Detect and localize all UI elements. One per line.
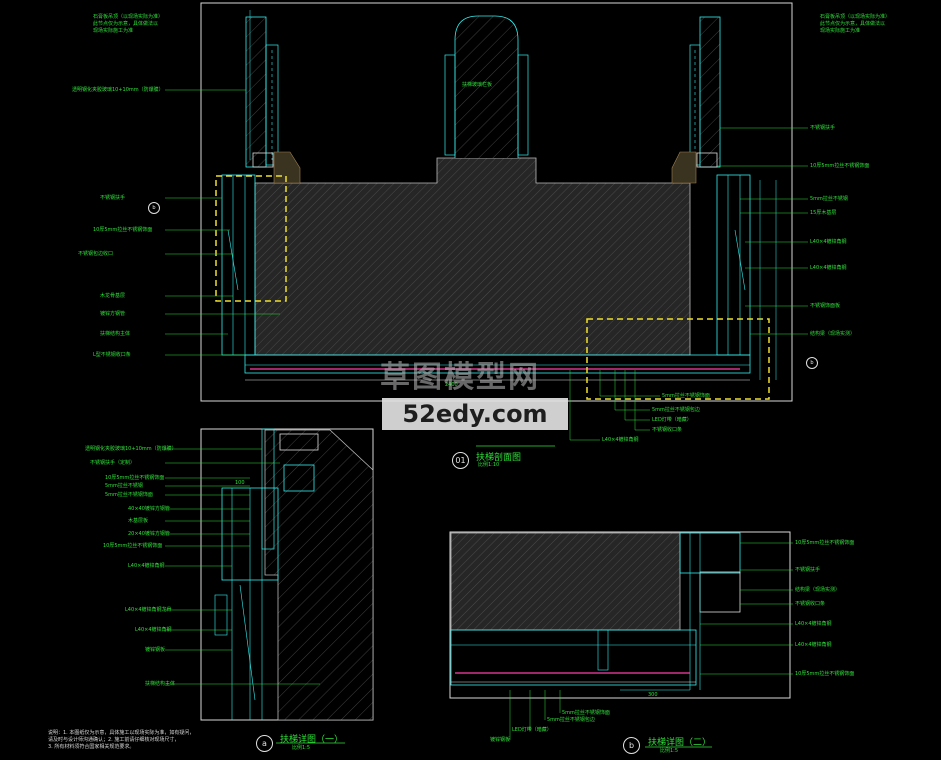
main-dim-bottom: 2400 <box>445 382 458 388</box>
callout-label: LED灯带（暗藏） <box>512 727 552 733</box>
callout-label: 不锈钢饰面板 <box>810 303 841 309</box>
callout-label: 5mm拉丝不锈钢饰面 <box>562 710 610 716</box>
callout-label: 木龙骨基层 <box>100 293 126 299</box>
section-marker-icon: b <box>806 357 818 369</box>
callout-label: 镀锌钢板 <box>490 737 511 743</box>
detail-b-callout <box>586 318 770 400</box>
callout-label: 镀锌方钢管 <box>100 311 126 317</box>
right-glass-panel <box>699 16 721 168</box>
view-index-circle: b <box>623 737 640 754</box>
callout-label: L型不锈钢收口条 <box>93 352 131 358</box>
callout-label: L40×4镀锌角钢龙骨 <box>125 607 172 613</box>
view-index-circle: 01 <box>452 452 469 469</box>
note-line: 3. 所有材料须符合国家相关规范要求。 <box>48 744 135 750</box>
main-section-view <box>165 2 808 447</box>
detail-b-scale: 比例1:5 <box>660 748 679 754</box>
center-glass-label: 扶梯玻璃栏板 <box>462 82 493 88</box>
callout-label: 透明钢化夹胶玻璃10+10mm（防爆膜） <box>72 87 164 93</box>
callout-label: L40×4镀锌角钢 <box>795 642 832 648</box>
callout-label: L40×4镀锌角钢 <box>602 437 639 443</box>
main-view-title: 扶梯剖面图 <box>476 453 522 463</box>
watermark-text: 草图模型网 <box>380 360 540 395</box>
callout-label: 扶梯结构主体 <box>100 331 131 337</box>
section-marker-icon: b <box>148 202 160 214</box>
callout-label: L40×4镀锌角钢 <box>128 563 165 569</box>
callout-label: 不锈钢扶手 <box>100 195 126 201</box>
callout-label: 40×40镀锌方钢管 <box>128 506 170 512</box>
view-index-circle: a <box>256 735 273 752</box>
callout-label: 10厚5mm拉丝不锈钢饰面 <box>810 163 870 169</box>
note-line: 石膏板吊顶（以现场实际为准） <box>820 14 891 20</box>
callout-label: 10厚5mm拉丝不锈钢饰面 <box>105 475 165 481</box>
callout-label: L40×4镀锌角钢 <box>810 265 847 271</box>
callout-label: L40×4镀锌角钢 <box>135 627 172 633</box>
note-line: 说明：1. 本图纸仅为示意，具体施工以现场实际为准，如有疑问， <box>48 730 195 736</box>
note-line: 请及时与设计师沟通确认；2. 施工前请仔细核对现场尺寸， <box>48 737 180 743</box>
note-line: 现场实际施工为准 <box>820 28 861 34</box>
general-note: 说明：1. 本图纸仅为示意，具体施工以现场实际为准，如有疑问， 请及时与设计师沟… <box>48 730 194 751</box>
callout-label: 镀锌钢板 <box>145 647 166 653</box>
callout-label: 10厚5mm拉丝不锈钢饰面 <box>795 671 855 677</box>
detail-a-callout <box>215 175 287 302</box>
detail-a-view <box>165 428 374 744</box>
note-line: 此节点仅为示意，具体做法以 <box>820 21 886 27</box>
callout-label: 结构梁（现场实测） <box>810 331 856 337</box>
callout-label: 透明钢化夹胶玻璃10+10mm（防爆膜） <box>85 446 177 452</box>
callout-label: 5mm拉丝不锈钢 <box>105 483 143 489</box>
callout-label: 15厚木基层 <box>810 210 837 216</box>
callout-label: L40×4镀锌角钢 <box>810 239 847 245</box>
main-view-scale: 比例1:10 <box>478 462 500 468</box>
callout-label: 不锈钢包边收口 <box>78 251 114 257</box>
callout-label: 5mm拉丝不锈钢饰面 <box>662 393 710 399</box>
callout-label: LED灯带（暗藏） <box>652 417 692 423</box>
callout-label: 不锈钢扶手 <box>810 125 836 131</box>
callout-label: 10厚5mm拉丝不锈钢饰面 <box>103 543 163 549</box>
center-glass <box>454 15 519 158</box>
note-line: 现场实际施工为准 <box>93 28 134 34</box>
callout-label: 5mm拉丝不锈钢包边 <box>652 407 700 413</box>
callout-label: 5mm拉丝不锈钢 <box>810 196 848 202</box>
left-glass-panel <box>245 16 267 168</box>
callout-label: 木基层板 <box>128 518 149 524</box>
callout-label: 不锈钢扶手（定制） <box>90 460 136 466</box>
detail-b-title: 扶梯详图（二） <box>648 738 712 748</box>
callout-label: 5mm拉丝不锈钢包边 <box>547 717 595 723</box>
callout-label: 5mm拉丝不锈钢饰面 <box>105 492 153 498</box>
dim-label: 300 <box>648 692 658 698</box>
stair-body <box>254 157 691 356</box>
detail-a-title: 扶梯详图（一） <box>280 735 344 745</box>
detail-a-scale: 比例1:5 <box>292 745 311 751</box>
callout-label: 扶梯结构主体 <box>145 681 176 687</box>
callout-label: 10厚5mm拉丝不锈钢饰面 <box>93 227 153 233</box>
detail-b-view <box>449 531 793 748</box>
dim-label: 100 <box>235 480 245 486</box>
callout-label: 结构梁（现场实测） <box>795 587 841 593</box>
note-line: 石膏板吊顶（以现场实际为准） <box>93 14 164 20</box>
callout-label: 20×40镀锌方钢管 <box>128 531 170 537</box>
note-line: 此节点仅为示意，具体做法以 <box>93 21 159 27</box>
top-right-note: 石膏板吊顶（以现场实际为准） 此节点仅为示意，具体做法以 现场实际施工为准 <box>820 14 890 35</box>
callout-label: 不锈钢扶手 <box>795 567 821 573</box>
callout-label: L40×4镀锌角钢 <box>795 621 832 627</box>
callout-label: 10厚5mm拉丝不锈钢饰面 <box>795 540 855 546</box>
callout-label: 不锈钢收口条 <box>795 601 826 607</box>
watermark-url: 52edy.com <box>382 398 568 430</box>
top-left-note: 石膏板吊顶（以现场实际为准） 此节点仅为示意，具体做法以 现场实际施工为准 <box>93 14 163 35</box>
callout-label: 不锈钢收口条 <box>652 427 683 433</box>
